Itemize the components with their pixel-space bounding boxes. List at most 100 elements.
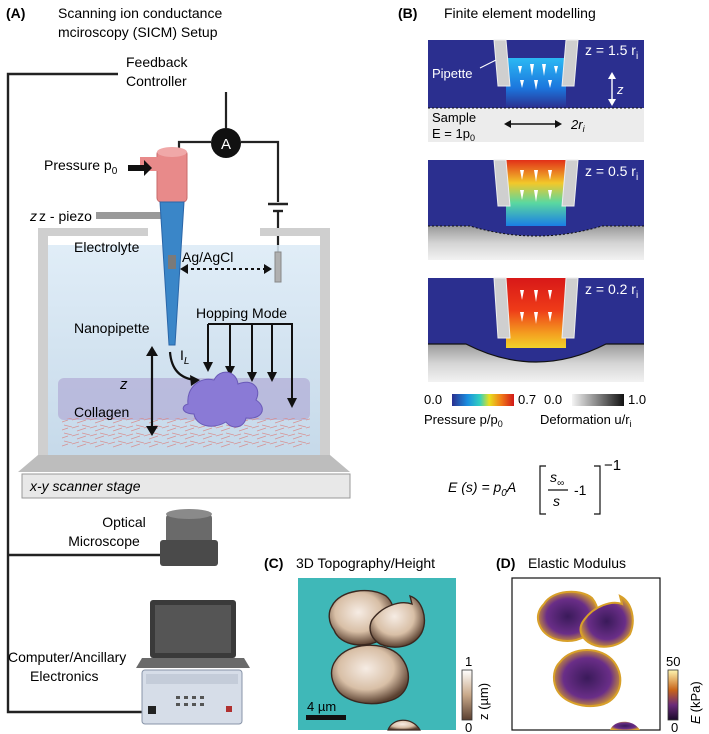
velocity-arrows-1 [518,64,558,90]
fem-frame-1: z = 1.5 ri Pipette z Sample E = 1p0 2ri [428,39,644,143]
pressure-chamber-top [157,147,187,157]
laptop-screen [155,605,231,653]
scale-bar [306,715,346,720]
sample-modulus-label: E = 1p0 [432,126,475,143]
width-arrowhead-right [555,120,562,128]
hopping-mode-label: Hopping Mode [196,305,287,321]
panel-a-letter: (A) [6,5,25,21]
pressure-min: 0.0 [424,392,442,407]
pipette-electrode [168,255,176,269]
z-piezo-rod [96,212,168,219]
pressure-arrow [128,160,152,176]
panel-a: (A) Scanning ion conductance mciroscopy … [6,5,351,725]
cell [182,371,263,428]
velocity-arrows-2 [520,170,552,202]
pipette-ammeter-wire [177,140,211,150]
pipette-label: Pipette [432,66,472,81]
equation-denominator: s [553,493,560,509]
height-colorbar-max: 1 [465,654,472,669]
width-arrowhead-left [504,120,511,128]
velocity-arrows-3 [520,290,552,324]
nanopipette [159,201,185,346]
pressure-colorbar [452,394,514,406]
hopping-arrows [207,323,293,404]
laptop-base [136,658,250,668]
deform-max: 1.0 [628,392,646,407]
optical-label-line2: Microscope [68,533,140,549]
z-distance-label: z [119,376,128,393]
panel-d-letter: (D) [496,555,515,571]
panel-d-title: Elastic Modulus [528,555,626,571]
fem-frame-2: z = 0.5 ri [428,159,644,260]
tank-rim-left [38,228,148,236]
height-colorbar-label: z (µm) [476,683,491,720]
scanner-stage [21,473,351,499]
deform-min: 0.0 [544,392,562,407]
scale-bar-label: 4 µm [307,699,336,714]
height-colorbar-min: 0 [465,720,472,734]
equation-exponent: −1 [604,457,621,474]
panel-b-title: Finite element modelling [444,5,596,21]
fem-frame-1-label: z = 1.5 ri [585,42,638,62]
pressure-colorbar-label: Pressure p/p0 [424,412,503,429]
z-arrow-down [146,426,158,436]
ion-current-arrowhead [190,375,200,386]
sample-label: Sample [432,110,476,125]
topography-cells [328,589,426,731]
width-label: 2ri [570,117,586,134]
fem-frame-2-label: z = 0.5 ri [585,163,638,183]
modulus-colorbar-label: E(kPa) [688,681,703,724]
agcl-label: Ag/AgCl [182,249,233,265]
feedback-label-line1: Feedback [126,54,188,70]
scanner-stage-label: x-y scanner stage [29,478,141,494]
ammeter-label: A [221,136,231,153]
modulus-colorbar [667,669,679,721]
microscope-lens [166,509,212,519]
pressure-chamber [156,149,188,203]
equation-numerator: s∞ [550,469,564,489]
tank-rim-right [260,228,330,236]
fem-z-label: z [616,82,624,97]
agcl-arrow-left [180,264,188,274]
fem-frame-3-label: z = 0.2 ri [585,281,638,301]
deformation-colorbar [572,394,624,406]
panel-b-letter: (B) [398,5,417,21]
equation-lhs: E (s) = p0A [448,479,516,499]
pipette-label-leader [479,59,497,69]
microscope-objective-top [166,514,212,544]
bath-electrode [274,251,282,283]
computer-label-line1: Computer/Ancillary [8,649,126,665]
height-colorbar [461,669,473,721]
modulus-cells [536,590,640,730]
microscope-objective-body [160,540,218,566]
panel-b: (B) Finite element modelling z = 1.5 ri … [398,5,646,515]
pressure-label: Pressure p0 [44,157,118,177]
electronics-port [148,706,156,714]
equation-minus-one: -1 [574,482,587,498]
ion-current-label: IL [180,347,189,367]
tank-base [18,455,350,472]
collagen-fibers [62,418,310,448]
optical-label-line1: Optical [102,514,146,530]
fem-frame-3: z = 0.2 ri [428,277,644,382]
z-arrow-up [146,346,158,356]
panel-a-title-line2: mciroscopy (SICM) Setup [58,24,218,40]
modulus-equation: E (s) = p0A s∞ s -1 −1 [448,457,621,515]
fem-z-arrowhead-down [608,99,616,106]
fem-z-arrowhead-up [608,72,616,79]
hopping-arrowheads [203,362,297,408]
ammeter [211,128,241,158]
modulus-colorbar-max: 50 [666,654,680,669]
nanopipette-label: Nanopipette [74,320,150,336]
panel-c-letter: (C) [264,555,283,571]
ammeter-battery-wire [241,140,280,202]
pressure-max: 0.7 [518,392,536,407]
panel-d: (D) Elastic Modulus 50 0 E(kPa) [496,555,703,734]
electrolyte-label: Electrolyte [74,239,140,255]
electronics-top-panel [146,674,238,684]
panel-a-title-line1: Scanning ion conductance [58,5,222,21]
computer-label-line2: Electronics [30,668,98,684]
deformation-colorbar-label: Deformation u/ri [540,412,632,429]
